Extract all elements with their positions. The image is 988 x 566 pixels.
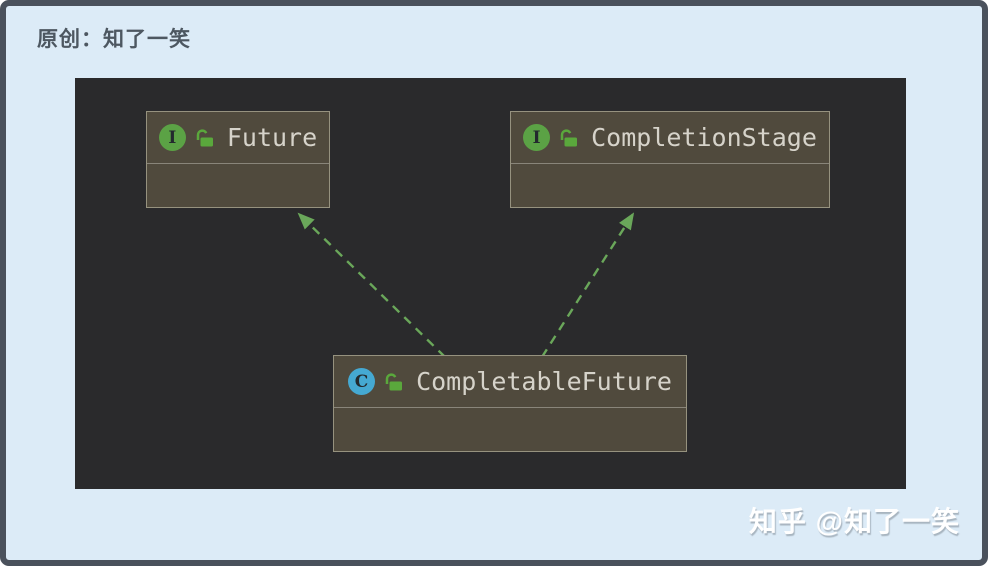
public-unlocked-icon — [385, 373, 403, 391]
class-icon: C — [348, 368, 376, 395]
zhihu-watermark: 知乎 @知了一笑 — [748, 506, 960, 537]
node-label: CompletionStage — [591, 123, 817, 152]
inheritance-edges-layer — [297, 212, 635, 358]
interface-icon: I — [523, 124, 551, 151]
node-future-title: I Future — [147, 112, 329, 164]
edge-completablefuture-to-future — [297, 212, 446, 358]
node-completionstage-title: I CompletionStage — [511, 112, 829, 164]
node-completionstage[interactable]: I CompletionStage — [510, 111, 830, 208]
node-label: CompletableFuture — [416, 367, 672, 396]
node-completablefuture-title: C CompletableFuture — [334, 356, 686, 408]
edge-completablefuture-to-completionstage — [540, 212, 635, 358]
origin-author-label: 原创：知了一笑 — [37, 28, 191, 51]
node-completablefuture[interactable]: C CompletableFuture — [333, 355, 687, 452]
node-future[interactable]: I Future — [146, 111, 330, 208]
public-unlocked-icon — [196, 129, 213, 147]
node-completablefuture-body — [334, 408, 686, 451]
node-label: Future — [226, 123, 318, 152]
uml-diagram-canvas: I Future I CompletionStage — [75, 78, 906, 489]
interface-icon: I — [158, 124, 186, 151]
node-future-body — [147, 164, 329, 207]
node-completionstage-body — [511, 164, 829, 207]
public-unlocked-icon — [560, 129, 578, 147]
